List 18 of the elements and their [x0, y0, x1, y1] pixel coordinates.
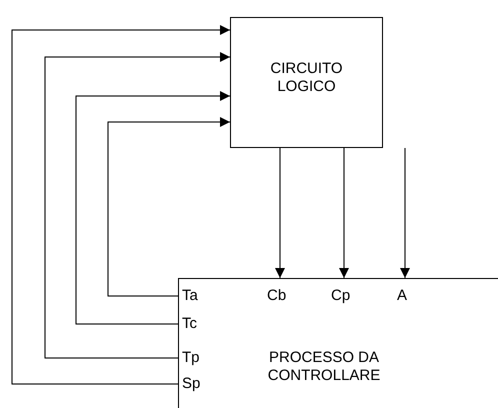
arrow	[108, 117, 230, 296]
arrow	[12, 25, 230, 384]
block-title: CIRCUITO LOGICO	[269, 60, 344, 96]
signal-label: A	[397, 287, 408, 305]
signal-label: Ta	[182, 287, 199, 305]
signal-label: Tc	[182, 315, 198, 333]
arrow	[275, 148, 285, 278]
arrow	[76, 91, 230, 324]
process-block	[178, 278, 498, 408]
signal-label: Sp	[182, 375, 202, 393]
circuit-box	[230, 17, 383, 148]
signal-label: Cp	[331, 287, 352, 305]
signal-label: Tp	[182, 349, 201, 367]
arrow	[339, 148, 349, 278]
signal-label: Cb	[267, 287, 288, 305]
arrow	[44, 52, 230, 358]
arrow	[400, 148, 410, 278]
block-title: PROCESSO DA CONTROLLARE	[266, 349, 382, 385]
